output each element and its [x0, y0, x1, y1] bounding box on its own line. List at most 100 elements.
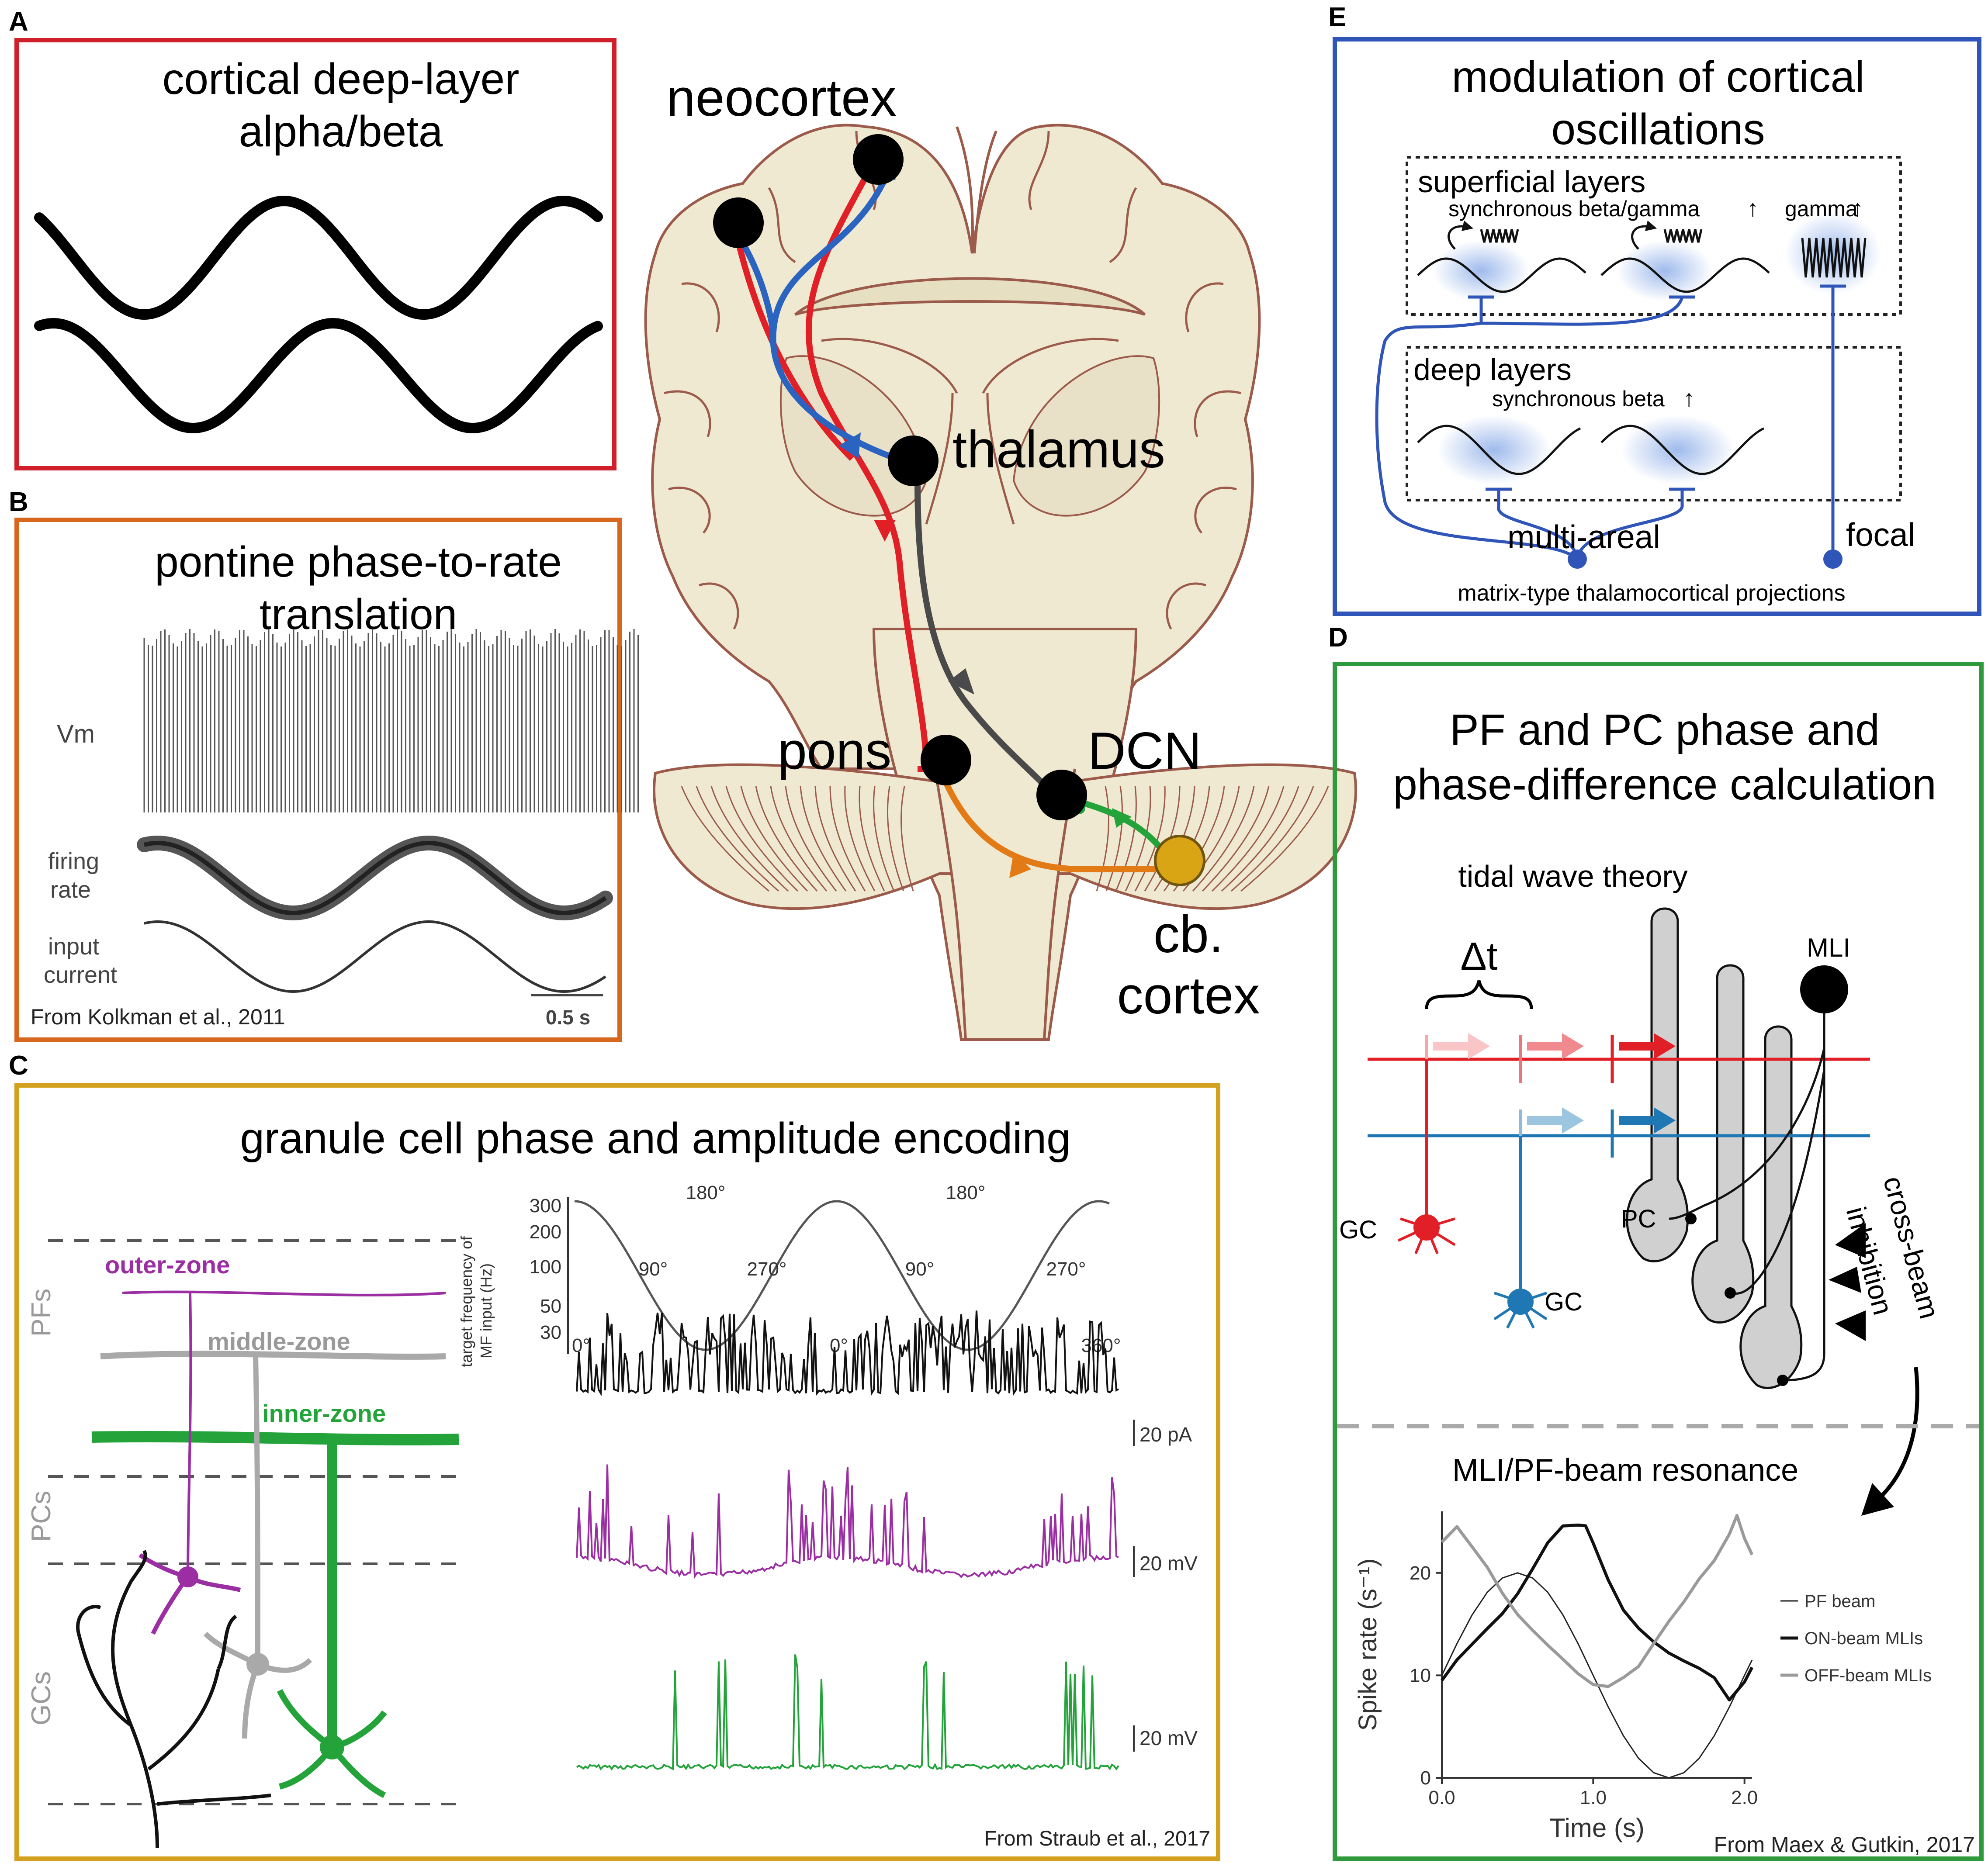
ventricles [821, 338, 1119, 525]
chart-ytick-label: 20 [1410, 1562, 1431, 1584]
panel-b-credit: From Kolkman et al., 2011 [31, 1005, 285, 1029]
scale-bar-label: 0.5 s [546, 1006, 590, 1029]
pfs-label: PFs [26, 1289, 56, 1337]
orange-pathway [941, 776, 1180, 873]
blue-arrowhead [839, 432, 861, 459]
red-arrowhead [874, 520, 896, 542]
neocortex-neuron-right [853, 134, 904, 185]
pf-arrow-3 [1619, 1033, 1676, 1059]
pf-arrow-4 [1527, 1107, 1584, 1134]
phase-270-b: 270° [1046, 1258, 1086, 1280]
phase-90-b: 90° [905, 1258, 935, 1280]
mf-y-axis-label-2: MF input (Hz) [477, 1263, 495, 1358]
middle-zone-granule-cell [246, 1653, 269, 1676]
gc-label-blue: GC [1545, 1288, 1583, 1316]
longitudinal-fissure [956, 126, 997, 254]
label-thalamus: thalamus [952, 420, 1165, 479]
chart-ytick-label: 0 [1420, 1767, 1431, 1789]
brain-diagram: neocortex thalamus pons DCN cb. cortex [644, 69, 1357, 1041]
panel-b-frame [14, 518, 622, 1042]
red-pathway [806, 160, 929, 769]
mli-cell [1800, 965, 1848, 1013]
panel-d: D PF and PC phase and phase-difference c… [1328, 622, 1984, 1861]
inner-zone-pf [91, 1431, 459, 1446]
superficial-layers-box [1406, 156, 1902, 316]
focal-gamma-burst [1801, 238, 1867, 278]
panel-a: A cortical deep-layer alpha/beta [9, 7, 616, 470]
inner-zone-dendrites [277, 1689, 387, 1798]
panel-d-letter: D [1328, 622, 1348, 653]
focal-label: focal [1846, 516, 1915, 553]
vm-spike [143, 629, 639, 812]
multi-areal-source [1568, 550, 1587, 569]
cb-cortex-neuron [1154, 835, 1205, 886]
panel-a-letter: A [9, 7, 28, 37]
mossy-fiber [76, 1550, 271, 1848]
focal-source [1823, 550, 1843, 569]
superficial-wave-2 [1600, 257, 1770, 293]
series-line-2 [1441, 1514, 1754, 1688]
pc-label: PC [1621, 1205, 1656, 1233]
deep-wave-1 [1417, 425, 1581, 475]
panel-d-title-line2: phase-difference calculation [1393, 760, 1936, 809]
phase-270-a: 270° [747, 1258, 786, 1280]
chart-xtick-label: 2.0 [1731, 1787, 1758, 1808]
mli-label: MLI [1807, 933, 1850, 962]
panel-a-frame [14, 38, 616, 470]
input-current-trace [144, 920, 606, 993]
panel-c-credit: From Straub et al., 2017 [984, 1827, 1210, 1850]
mf-y-axis-label-1: target frequency of [457, 1236, 475, 1367]
gcs-label: GCs [26, 1671, 56, 1725]
panel-b-title-line1: pontine phase-to-rate [155, 538, 562, 586]
label-pons: pons [778, 722, 891, 780]
glow-deep-2 [1621, 415, 1735, 485]
vm-label: Vm [57, 720, 95, 748]
red-granule-cell [1413, 1214, 1440, 1241]
orange-arrowhead [1009, 852, 1031, 878]
panel-e-title-line2: oscillations [1551, 105, 1765, 154]
panel-b-title-line2: translation [260, 590, 457, 638]
firing-rate-trace [137, 835, 613, 921]
gc-label-red: GC [1339, 1216, 1377, 1244]
scale-mv-label-2: 20 mV [1139, 1727, 1198, 1749]
phase-90-a: 90° [639, 1258, 668, 1280]
vm-spike-train [143, 629, 639, 812]
superficial-layers-label: superficial layers [1418, 165, 1645, 199]
middle-zone-axon [253, 1356, 260, 1665]
blue-gc-dendrites [1493, 1292, 1548, 1329]
panel-c-frame [14, 1083, 1220, 1861]
firing-rate-trace-core [143, 840, 607, 916]
curved-arrow-shaft [1873, 1367, 1919, 1504]
legend-label-1: ON-beam MLIs [1804, 1629, 1923, 1648]
dcn-neuron [1036, 770, 1087, 820]
curl-arrow-2 [1631, 220, 1657, 250]
gray-arrowhead [948, 668, 974, 695]
label-dcn: DCN [1088, 722, 1202, 780]
ytick-50: 50 [540, 1296, 561, 1317]
series-line-0 [1441, 1572, 1753, 1779]
ytick-300: 300 [530, 1195, 561, 1217]
middle-zone-pf [100, 1351, 446, 1360]
pons-neuron [921, 735, 971, 785]
voltage-trace-green [576, 1654, 1119, 1771]
neocortex-neuron-left [713, 197, 764, 248]
panel-c-letter: C [9, 1051, 28, 1081]
legend-label-2: OFF-beam MLIs [1804, 1666, 1932, 1685]
label-cortex: cortex [1117, 966, 1260, 1025]
panel-e: E modulation of cortical oscillations su… [1328, 2, 1981, 616]
glow-sup-1 [1433, 240, 1529, 301]
ytick-200: 200 [530, 1221, 561, 1243]
scale-pa-label: 20 pA [1139, 1423, 1192, 1446]
input-current-label-1: input [48, 933, 99, 960]
inner-zone-label: inner-zone [262, 1400, 386, 1427]
phase-180-b: 180° [946, 1182, 985, 1203]
green-arrowhead [1112, 808, 1132, 828]
purkinje-cell-3 [1739, 1025, 1803, 1389]
glow-gamma [1785, 212, 1881, 295]
panel-d-frame [1333, 662, 1984, 1861]
chart-x-label: Time (s) [1549, 1813, 1645, 1842]
glow-deep-1 [1437, 415, 1551, 485]
outer-zone-label: outer-zone [105, 1251, 230, 1279]
chart-xtick-label: 1.0 [1580, 1787, 1607, 1808]
